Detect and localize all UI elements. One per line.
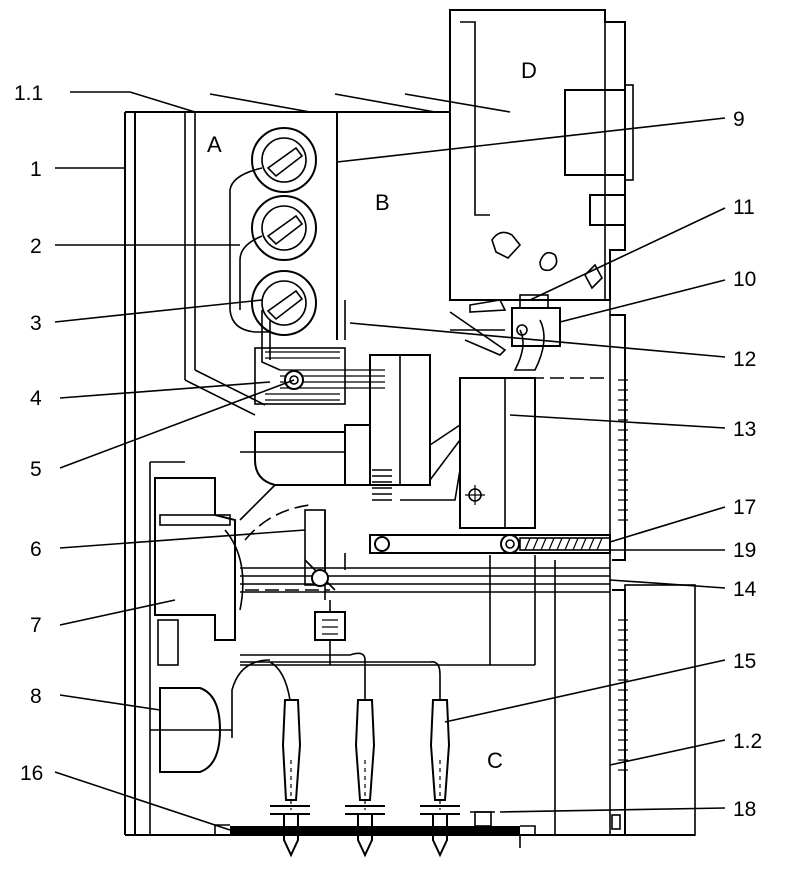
callout-1-2: 1.2 — [733, 730, 762, 753]
callout-2: 2 — [30, 235, 42, 258]
zone-label-b: B — [375, 190, 390, 215]
cable-termination-1 — [270, 699, 310, 858]
interlock-assembly — [344, 294, 610, 379]
callout-15: 15 — [733, 650, 756, 673]
callout-8: 8 — [30, 685, 42, 708]
callout-14: 14 — [733, 578, 757, 601]
leader-lines — [54, 91, 726, 831]
cable-termination-2 — [345, 699, 385, 858]
callout-13: 13 — [733, 418, 756, 441]
callout-19: 19 — [733, 539, 756, 562]
zone-labels: A B C D — [207, 58, 537, 773]
zone-label-d: D — [521, 58, 537, 83]
low-voltage-compartment — [449, 9, 634, 356]
earthing-switch-area — [150, 477, 346, 773]
callout-11: 11 — [733, 196, 755, 219]
busbar-top — [251, 127, 317, 193]
floor-plate — [230, 826, 520, 834]
cable-termination-3 — [420, 699, 460, 858]
callout-4: 4 — [30, 387, 42, 410]
contact-block — [254, 347, 385, 405]
busbar-bottom — [251, 270, 317, 336]
main-horizontal-bars — [240, 555, 610, 666]
callout-3: 3 — [30, 312, 42, 335]
callout-7: 7 — [30, 614, 42, 637]
callout-6: 6 — [30, 538, 42, 561]
callout-10: 10 — [733, 268, 756, 291]
busbar-middle — [251, 195, 317, 261]
callout-9: 9 — [733, 108, 745, 131]
callout-12: 12 — [733, 348, 756, 371]
zone-label-c: C — [487, 748, 503, 773]
callout-5: 5 — [30, 458, 42, 481]
callout-18: 18 — [733, 798, 756, 821]
callout-16: 16 — [20, 762, 43, 785]
cable-compartment — [214, 652, 536, 858]
breaker-truck — [239, 354, 611, 570]
cabinet-frame — [124, 111, 695, 836]
callout-numbers: 1.1 1 2 3 4 5 6 7 8 16 9 11 10 12 13 17 … — [14, 82, 762, 821]
callout-1: 1 — [30, 158, 42, 181]
zone-label-a: A — [207, 132, 222, 157]
busbar-compartment — [229, 112, 338, 371]
callout-17: 17 — [733, 496, 756, 519]
callout-1-1: 1.1 — [14, 82, 43, 105]
